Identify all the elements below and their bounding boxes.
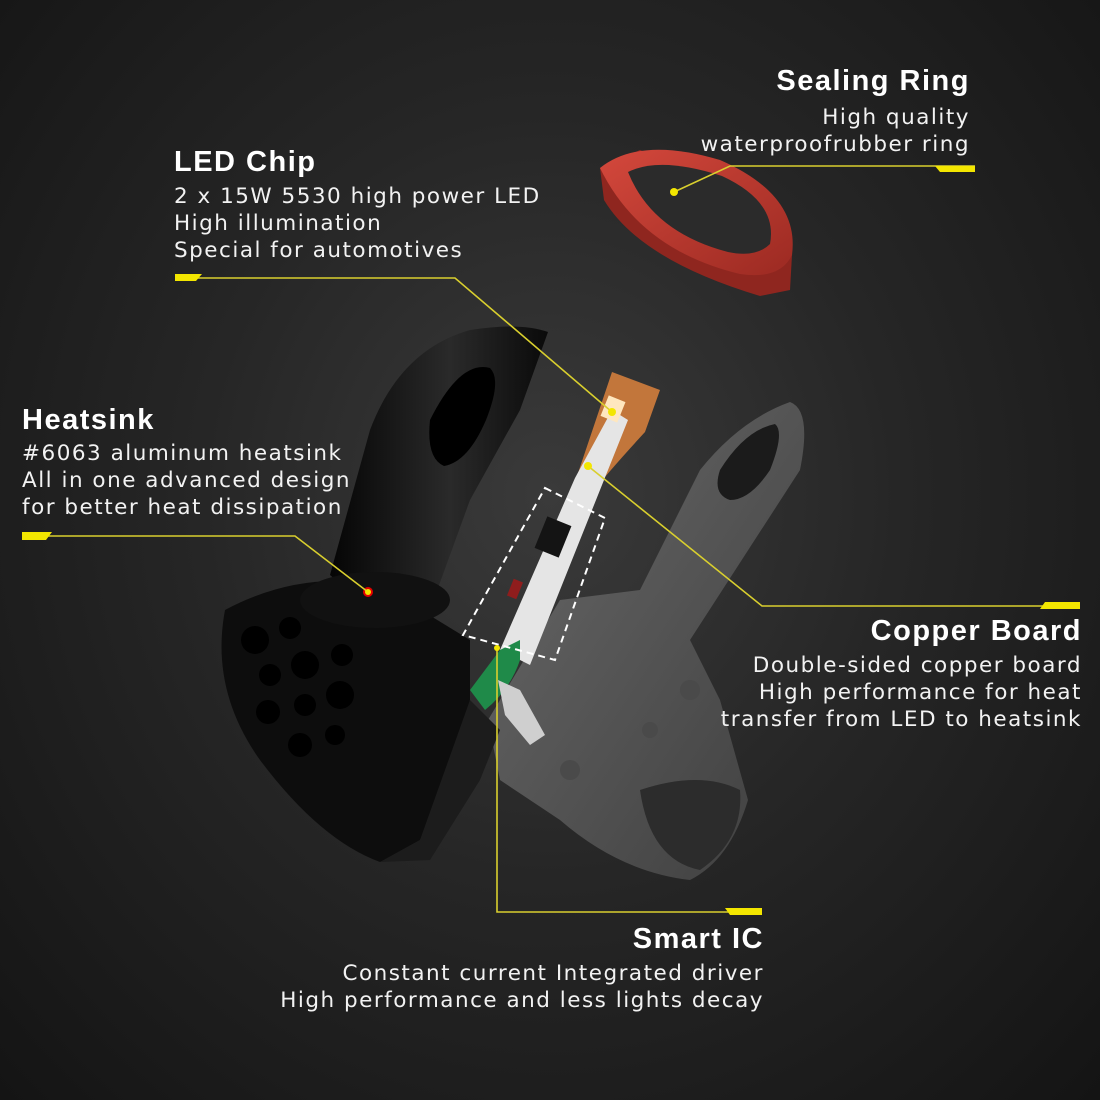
heatsink-dot [365, 589, 371, 595]
smart-ic-title: Smart IC [632, 923, 764, 955]
callout-dots [365, 188, 678, 651]
sealing-ring-graphic [600, 149, 793, 296]
smart-ic-line-2: High performance and less lights decay [280, 988, 764, 1013]
heatsink-title: Heatsink [22, 404, 155, 436]
led-chip-line-3: Special for automotives [174, 238, 464, 263]
copper-board-graphic [461, 372, 660, 745]
copper-board-title: Copper Board [870, 615, 1082, 647]
sealing-ring-leader [673, 165, 975, 193]
sealing-ring-line-2: waterproofrubber ring [700, 132, 970, 157]
led-chip-title: LED Chip [174, 146, 317, 178]
sealing-ring-title: Sealing Ring [776, 65, 970, 97]
callout-accent-bars [22, 166, 1080, 915]
copper-board-dot [584, 462, 592, 470]
sealing-ring-line-1: High quality [822, 105, 970, 130]
heatsink-body-graphic [300, 326, 548, 628]
callout-leaders [22, 165, 1080, 913]
copper-board-leader [587, 465, 1080, 607]
led-chip-dot [608, 408, 616, 416]
sealing-ring-dot [670, 188, 678, 196]
led-chip-leader [175, 277, 613, 413]
smart-ic-dot [494, 645, 500, 651]
heatsink-line-3: for better heat dissipation [22, 495, 343, 520]
led-chip-line-2: High illumination [174, 211, 383, 236]
led-chip-bar [175, 274, 202, 281]
led-chip-line-1: 2 x 15W 5530 high power LED [174, 184, 541, 209]
smart-ic-leader [496, 648, 762, 913]
heatsink-leader [22, 535, 369, 593]
smart-ic-line-1: Constant current Integrated driver [342, 961, 764, 986]
smart-ic-bar [725, 908, 762, 915]
copper-board-line-2: High performance for heat [758, 680, 1082, 705]
heatsink-line-2: All in one advanced design [22, 468, 351, 493]
copper-board-line-3: transfer from LED to heatsink [720, 707, 1082, 732]
heatsink-base-graphic [221, 580, 500, 862]
copper-board-bar [1040, 602, 1080, 609]
heatsink-line-1: #6063 aluminum heatsink [22, 441, 343, 466]
sealing-ring-bar [935, 166, 975, 172]
grey-housing-graphic [488, 402, 805, 880]
copper-board-line-1: Double-sided copper board [752, 653, 1082, 678]
heatsink-bar [22, 532, 52, 540]
